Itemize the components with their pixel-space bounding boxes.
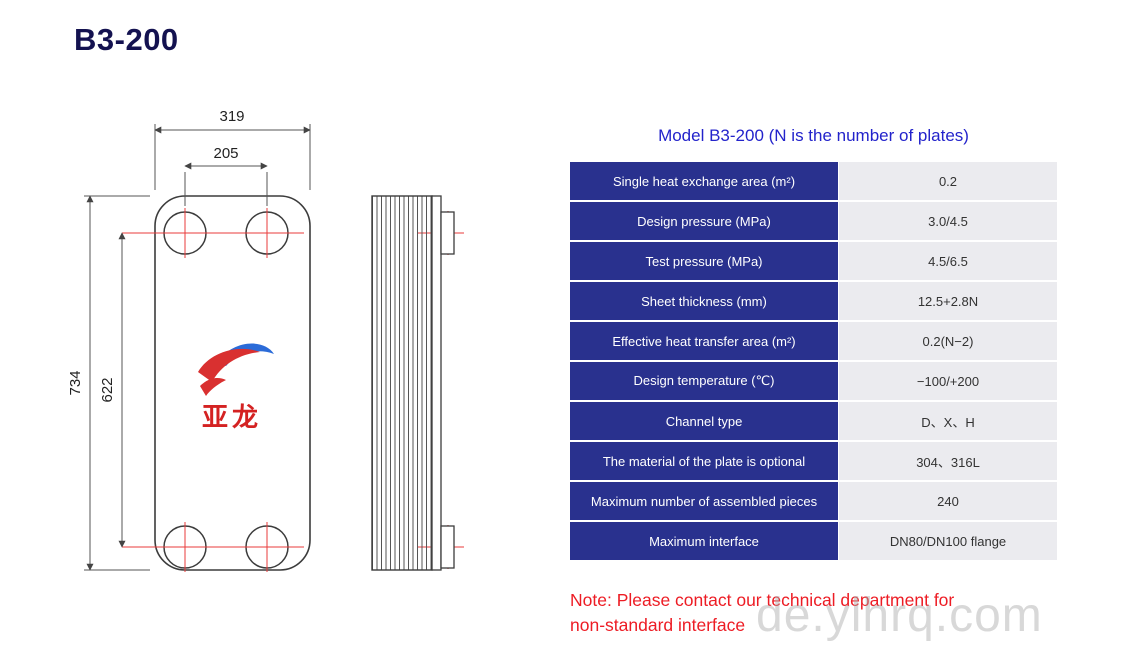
table-row: Test pressure (MPa) 4.5/6.5 [570, 242, 1057, 280]
side-tab-top [440, 211, 455, 255]
dim-734: 734 [67, 370, 84, 395]
dim-205: 205 [213, 145, 238, 162]
spec-label: Effective heat transfer area (m²) [570, 322, 838, 360]
dim-622: 622 [99, 377, 116, 402]
table-row: Effective heat transfer area (m²) 0.2(N−… [570, 322, 1057, 360]
spec-label: Channel type [570, 402, 838, 440]
logo-text: 亚龙 [202, 402, 262, 432]
spec-value: 240 [839, 482, 1057, 520]
table-row: Maximum interface DN80/DN100 flange [570, 522, 1057, 560]
dimensions [84, 124, 311, 571]
spec-value: 0.2 [839, 162, 1057, 200]
page-title: B3-200 [74, 22, 179, 57]
table-row: Maximum number of assembled pieces 240 [570, 482, 1057, 520]
spec-table: Single heat exchange area (m²) 0.2 Desig… [570, 162, 1057, 560]
spec-value: −100/+200 [839, 362, 1057, 400]
spec-label: Sheet thickness (mm) [570, 282, 838, 320]
table-row: Design temperature (℃) −100/+200 [570, 362, 1057, 400]
logo-swoosh-red-small [200, 378, 226, 396]
spec-value: DN80/DN100 flange [839, 522, 1057, 560]
spec-label: Design temperature (℃) [570, 362, 838, 400]
spec-panel: Model B3-200 (N is the number of plates)… [570, 126, 1057, 562]
dimension-labels: 319 205 734 622 [67, 108, 245, 403]
spec-label: Test pressure (MPa) [570, 242, 838, 280]
side-view [371, 195, 455, 571]
spec-value: 4.5/6.5 [839, 242, 1057, 280]
spec-value: 12.5+2.8N [839, 282, 1057, 320]
spec-value: D、X、H [839, 402, 1057, 440]
table-row: Single heat exchange area (m²) 0.2 [570, 162, 1057, 200]
spec-label: Maximum number of assembled pieces [570, 482, 838, 520]
table-row: Design pressure (MPa) 3.0/4.5 [570, 202, 1057, 240]
spec-value: 0.2(N−2) [839, 322, 1057, 360]
side-tab-bottom [440, 525, 455, 569]
table-title: Model B3-200 (N is the number of plates) [658, 126, 969, 145]
spec-label: Maximum interface [570, 522, 838, 560]
spec-value: 304、316L [839, 442, 1057, 480]
front-view [154, 195, 311, 571]
spec-label: Single heat exchange area (m²) [570, 162, 838, 200]
spec-value: 3.0/4.5 [839, 202, 1057, 240]
table-row: The material of the plate is optional 30… [570, 442, 1057, 480]
dim-319: 319 [219, 108, 244, 125]
note-line-1: Note: Please contact our technical depar… [570, 590, 955, 610]
logo-swoosh-red [198, 348, 260, 382]
note-line-2: non-standard interface [570, 614, 746, 635]
spec-label: Design pressure (MPa) [570, 202, 838, 240]
spec-label: The material of the plate is optional [570, 442, 838, 480]
logo-swoosh-blue [218, 343, 274, 366]
table-row: Sheet thickness (mm) 12.5+2.8N [570, 282, 1057, 320]
brand-logo: 亚龙 [198, 343, 274, 432]
heat-exchanger-drawing: 319 205 734 622 亚龙 [67, 108, 464, 572]
table-row: Channel type D、X、H [570, 402, 1057, 440]
note-text: Note: Please contact our technical depar… [570, 588, 1050, 638]
